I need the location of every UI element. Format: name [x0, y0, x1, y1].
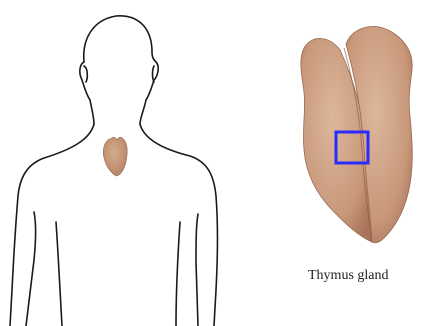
head-outline [84, 16, 158, 124]
left-inner-arm [26, 212, 36, 326]
left-torso-side [56, 222, 62, 326]
right-torso-side [176, 222, 180, 326]
thymus-in-body [103, 137, 127, 176]
thymus-caption: Thymus gland [308, 268, 389, 284]
ear-right [153, 66, 155, 82]
ear-left [84, 66, 87, 82]
right-inner-arm [196, 214, 198, 326]
left-shoulder-arm [10, 124, 94, 326]
thymus-gland-enlarged [301, 26, 412, 242]
right-shoulder-arm [140, 124, 218, 326]
